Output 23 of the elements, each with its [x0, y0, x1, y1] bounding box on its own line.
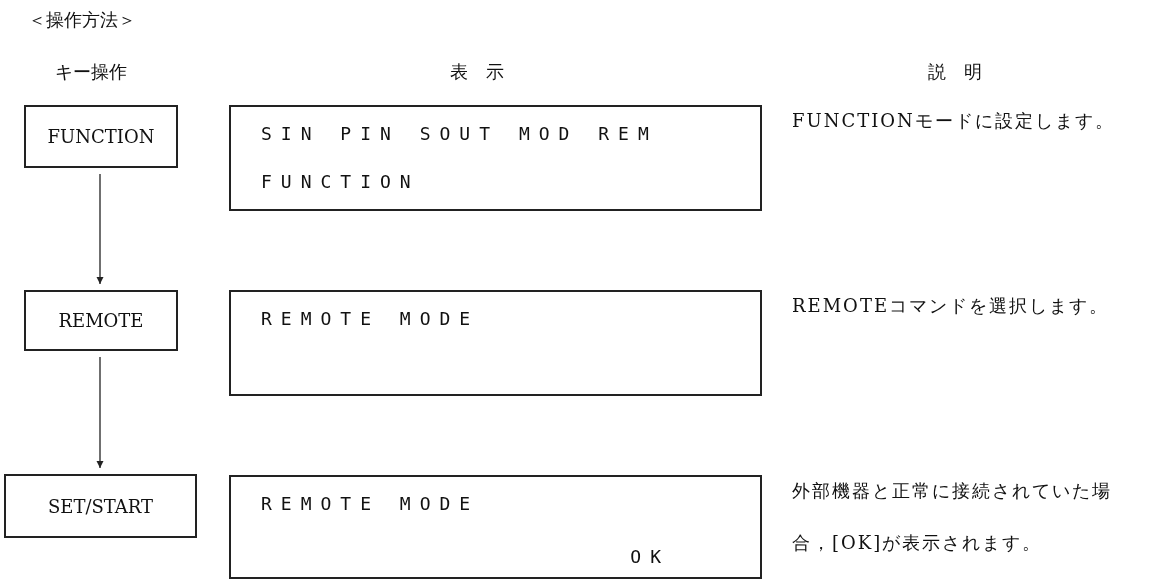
arrow — [96, 173, 104, 285]
column-header: 表 示 — [450, 60, 504, 84]
display-panel — [229, 105, 762, 211]
key-label: REMOTE — [58, 310, 144, 331]
key-label: SET/START — [47, 495, 154, 517]
display-text: SIN PIN SOUT MOD REM — [261, 123, 658, 144]
column-header: キー操作 — [55, 60, 127, 84]
display-text: REMOTE MODE — [261, 493, 480, 514]
title: ＜操作方法＞ — [28, 8, 136, 32]
display-panel — [229, 475, 762, 579]
arrow — [96, 356, 104, 469]
key-label: FUNCTION — [47, 126, 155, 147]
key-box — [4, 474, 197, 538]
display-text: FUNCTION — [261, 171, 420, 192]
display-text: REMOTE MODE — [261, 308, 480, 329]
description-text: 外部機器と正常に接続されていた場合，[OK]が表示されます。 — [792, 479, 1113, 555]
display-panel — [229, 290, 762, 396]
key-box — [24, 290, 178, 351]
description-text: REMOTEコマンドを選択します。 — [792, 294, 1111, 318]
description-text: FUNCTIONモードに設定します。 — [792, 109, 1116, 133]
key-box — [24, 105, 178, 168]
column-header: 説 明 — [928, 60, 982, 84]
display-text: OK — [630, 546, 670, 567]
